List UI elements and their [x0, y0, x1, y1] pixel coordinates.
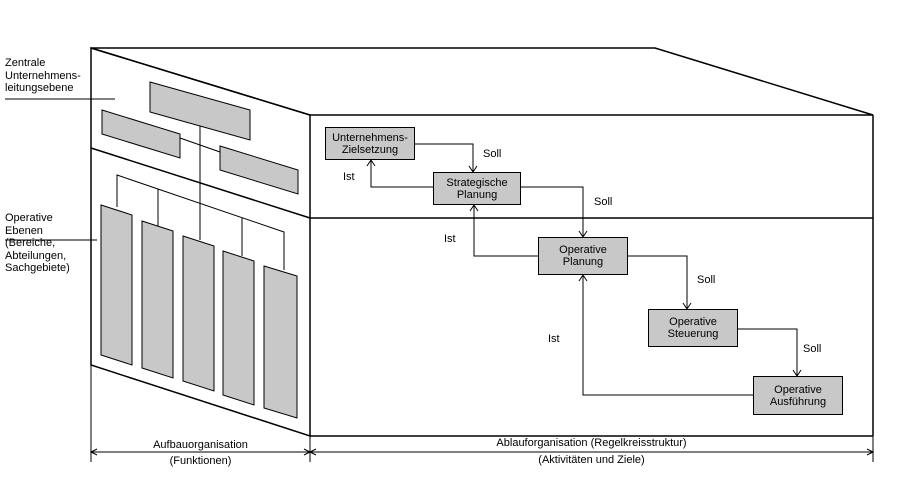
soll-connector-1 — [414, 143, 474, 172]
org-unit-2 — [141, 220, 174, 379]
soll-label-3: Soll — [697, 274, 716, 286]
dim-arrow-4 — [866, 448, 875, 456]
ablauforganisation-label: Ablauforganisation (Regelkreisstruktur) — [496, 437, 687, 449]
aktivitaeten-label: (Aktivitäten und Ziele) — [538, 454, 645, 466]
dim-arrow-1 — [89, 448, 98, 456]
ist-label-2: Ist — [444, 233, 456, 245]
ist-connector-3 — [582, 275, 753, 396]
org-unit-5 — [263, 265, 298, 419]
arrow-head-2 — [366, 159, 376, 167]
ist-label-1: Ist — [343, 171, 355, 183]
org-right-box — [219, 145, 299, 195]
org-bottom-branch — [116, 174, 285, 270]
ist-connector-1 — [370, 160, 433, 188]
box-operative-steuerung: Operative Steuerung — [648, 309, 738, 347]
operative-ebenen-label: Operative Ebenen (Bereiche, Abteilungen,… — [5, 212, 70, 274]
soll-label-1: Soll — [483, 148, 502, 160]
box-operative-planung: Operative Planung — [538, 237, 628, 275]
arrow-head-4 — [469, 204, 479, 212]
soll-connector-2 — [520, 186, 584, 237]
dim-arrow-3 — [308, 448, 317, 456]
org-unit-3 — [182, 235, 215, 392]
soll-label-2: Soll — [594, 196, 613, 208]
org-unit-1 — [100, 204, 133, 366]
box-unternehmens-zielsetzung: Unternehmens- Zielsetzung — [325, 127, 415, 160]
org-mid-branch — [179, 137, 221, 153]
funktionen-label: (Funktionen) — [169, 455, 232, 467]
soll-label-4: Soll — [803, 343, 822, 355]
soll-connector-4 — [737, 328, 798, 376]
ist-label-3: Ist — [548, 333, 560, 345]
soll-connector-3 — [627, 255, 688, 309]
zentrale-label: Zentrale Unternehmens- leitungsebene — [5, 57, 81, 94]
arrow-head-7 — [578, 274, 588, 282]
org-left-box — [101, 109, 181, 159]
org-unit-4 — [222, 250, 255, 406]
org-top-box — [149, 81, 251, 141]
box-strategische-planung: Strategische Planung — [433, 172, 521, 205]
ist-connector-2 — [473, 205, 538, 257]
box-operative-ausfuehrung: Operative Ausführung — [753, 376, 843, 415]
aufbauorganisation-label: Aufbauorganisation — [153, 439, 248, 451]
